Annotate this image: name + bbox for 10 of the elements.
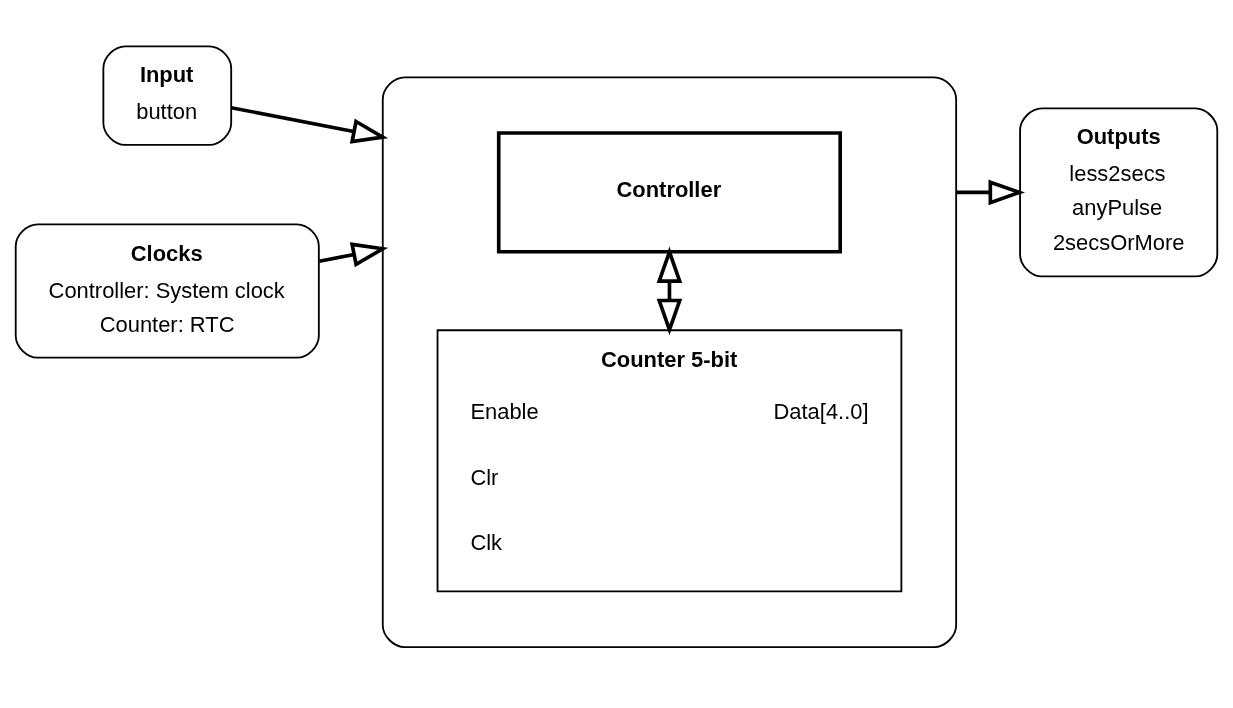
node-box: Clocks Controller: System clock Counter: RTC [14, 223, 320, 359]
arrow [230, 105, 389, 144]
arrow [319, 242, 389, 268]
arrow [656, 246, 683, 336]
cluster [381, 76, 958, 648]
node-box: Counter 5-bit Enable Data[4..0] Clr Clk [436, 329, 903, 593]
node-box: Outputs less2secs anyPulse 2secsOrMore [1019, 107, 1219, 278]
arrow [956, 179, 1026, 206]
node-box: Input button [102, 45, 233, 146]
node-box: Controller [496, 131, 843, 254]
